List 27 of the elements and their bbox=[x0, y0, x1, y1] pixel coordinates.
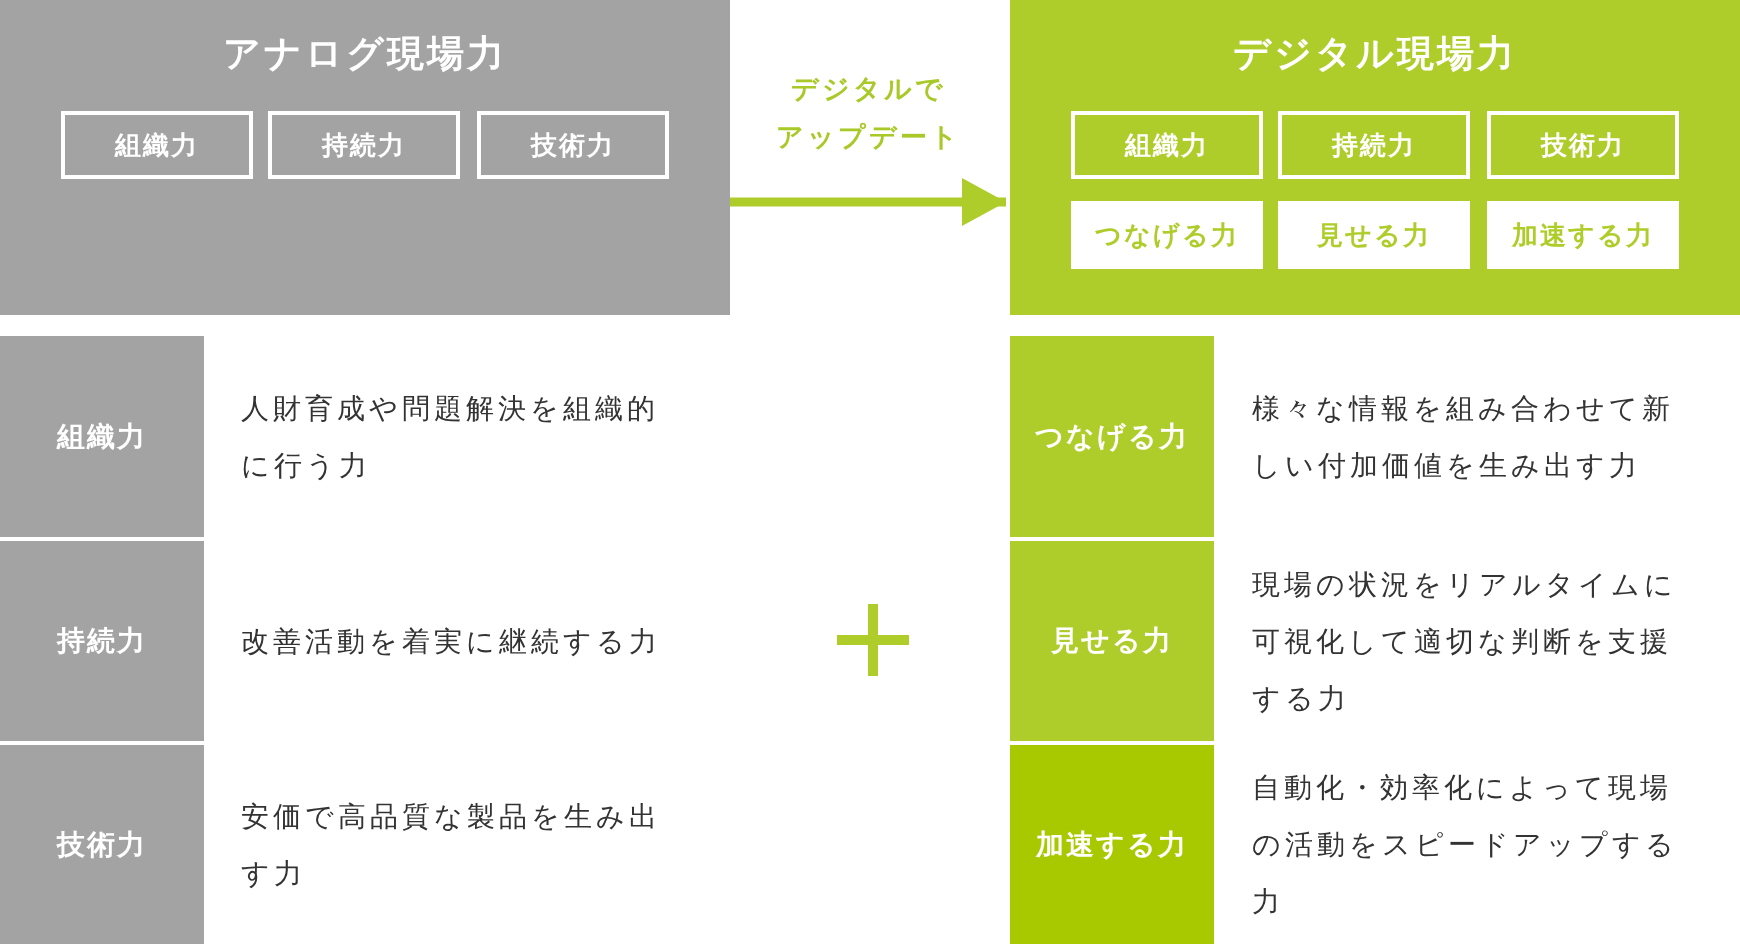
category-cell: 見せる力 bbox=[1010, 541, 1214, 741]
description-text: 安価で高品質な製品を生み出す力 bbox=[241, 798, 662, 892]
outlined-label: 組織力 bbox=[61, 111, 253, 179]
description-text: 様々な情報を組み合わせて新しい付加価値を生み出す力 bbox=[1252, 390, 1675, 484]
outlined-label: 技術力 bbox=[1487, 111, 1679, 179]
panel-title: デジタル現場力 bbox=[1232, 31, 1518, 77]
category-cell: 組織力 bbox=[0, 336, 204, 537]
filled-label: つなげる力 bbox=[1071, 201, 1263, 269]
category-cell: 持続力 bbox=[0, 541, 204, 741]
filled-label: 加速する力 bbox=[1487, 201, 1679, 269]
outlined-label: 持続力 bbox=[1278, 111, 1470, 179]
panel bbox=[1010, 0, 1740, 315]
edge-label: デジタルでアップデート bbox=[774, 72, 962, 154]
category-cell: 技術力 bbox=[0, 745, 204, 944]
description-text: 現場の状況をリアルタイムに可視化して適切な判断を支援する力 bbox=[1252, 566, 1678, 717]
description-text: 自動化・効率化によって現場の活動をスピードアップする力 bbox=[1252, 770, 1679, 920]
description-text: 改善活動を着実に継続する力 bbox=[241, 623, 662, 660]
filled-label: 見せる力 bbox=[1278, 201, 1470, 269]
category-cell: 加速する力 bbox=[1010, 745, 1214, 944]
panel bbox=[0, 0, 730, 315]
outlined-label: 技術力 bbox=[477, 111, 669, 179]
arrow bbox=[730, 178, 1006, 226]
outlined-label: 組織力 bbox=[1071, 111, 1263, 179]
outlined-label: 持続力 bbox=[268, 111, 460, 179]
category-cell: つなげる力 bbox=[1010, 336, 1214, 537]
description-text: 人財育成や問題解決を組織的に行う力 bbox=[241, 390, 660, 484]
panel-title: アナログ現場力 bbox=[222, 31, 508, 77]
